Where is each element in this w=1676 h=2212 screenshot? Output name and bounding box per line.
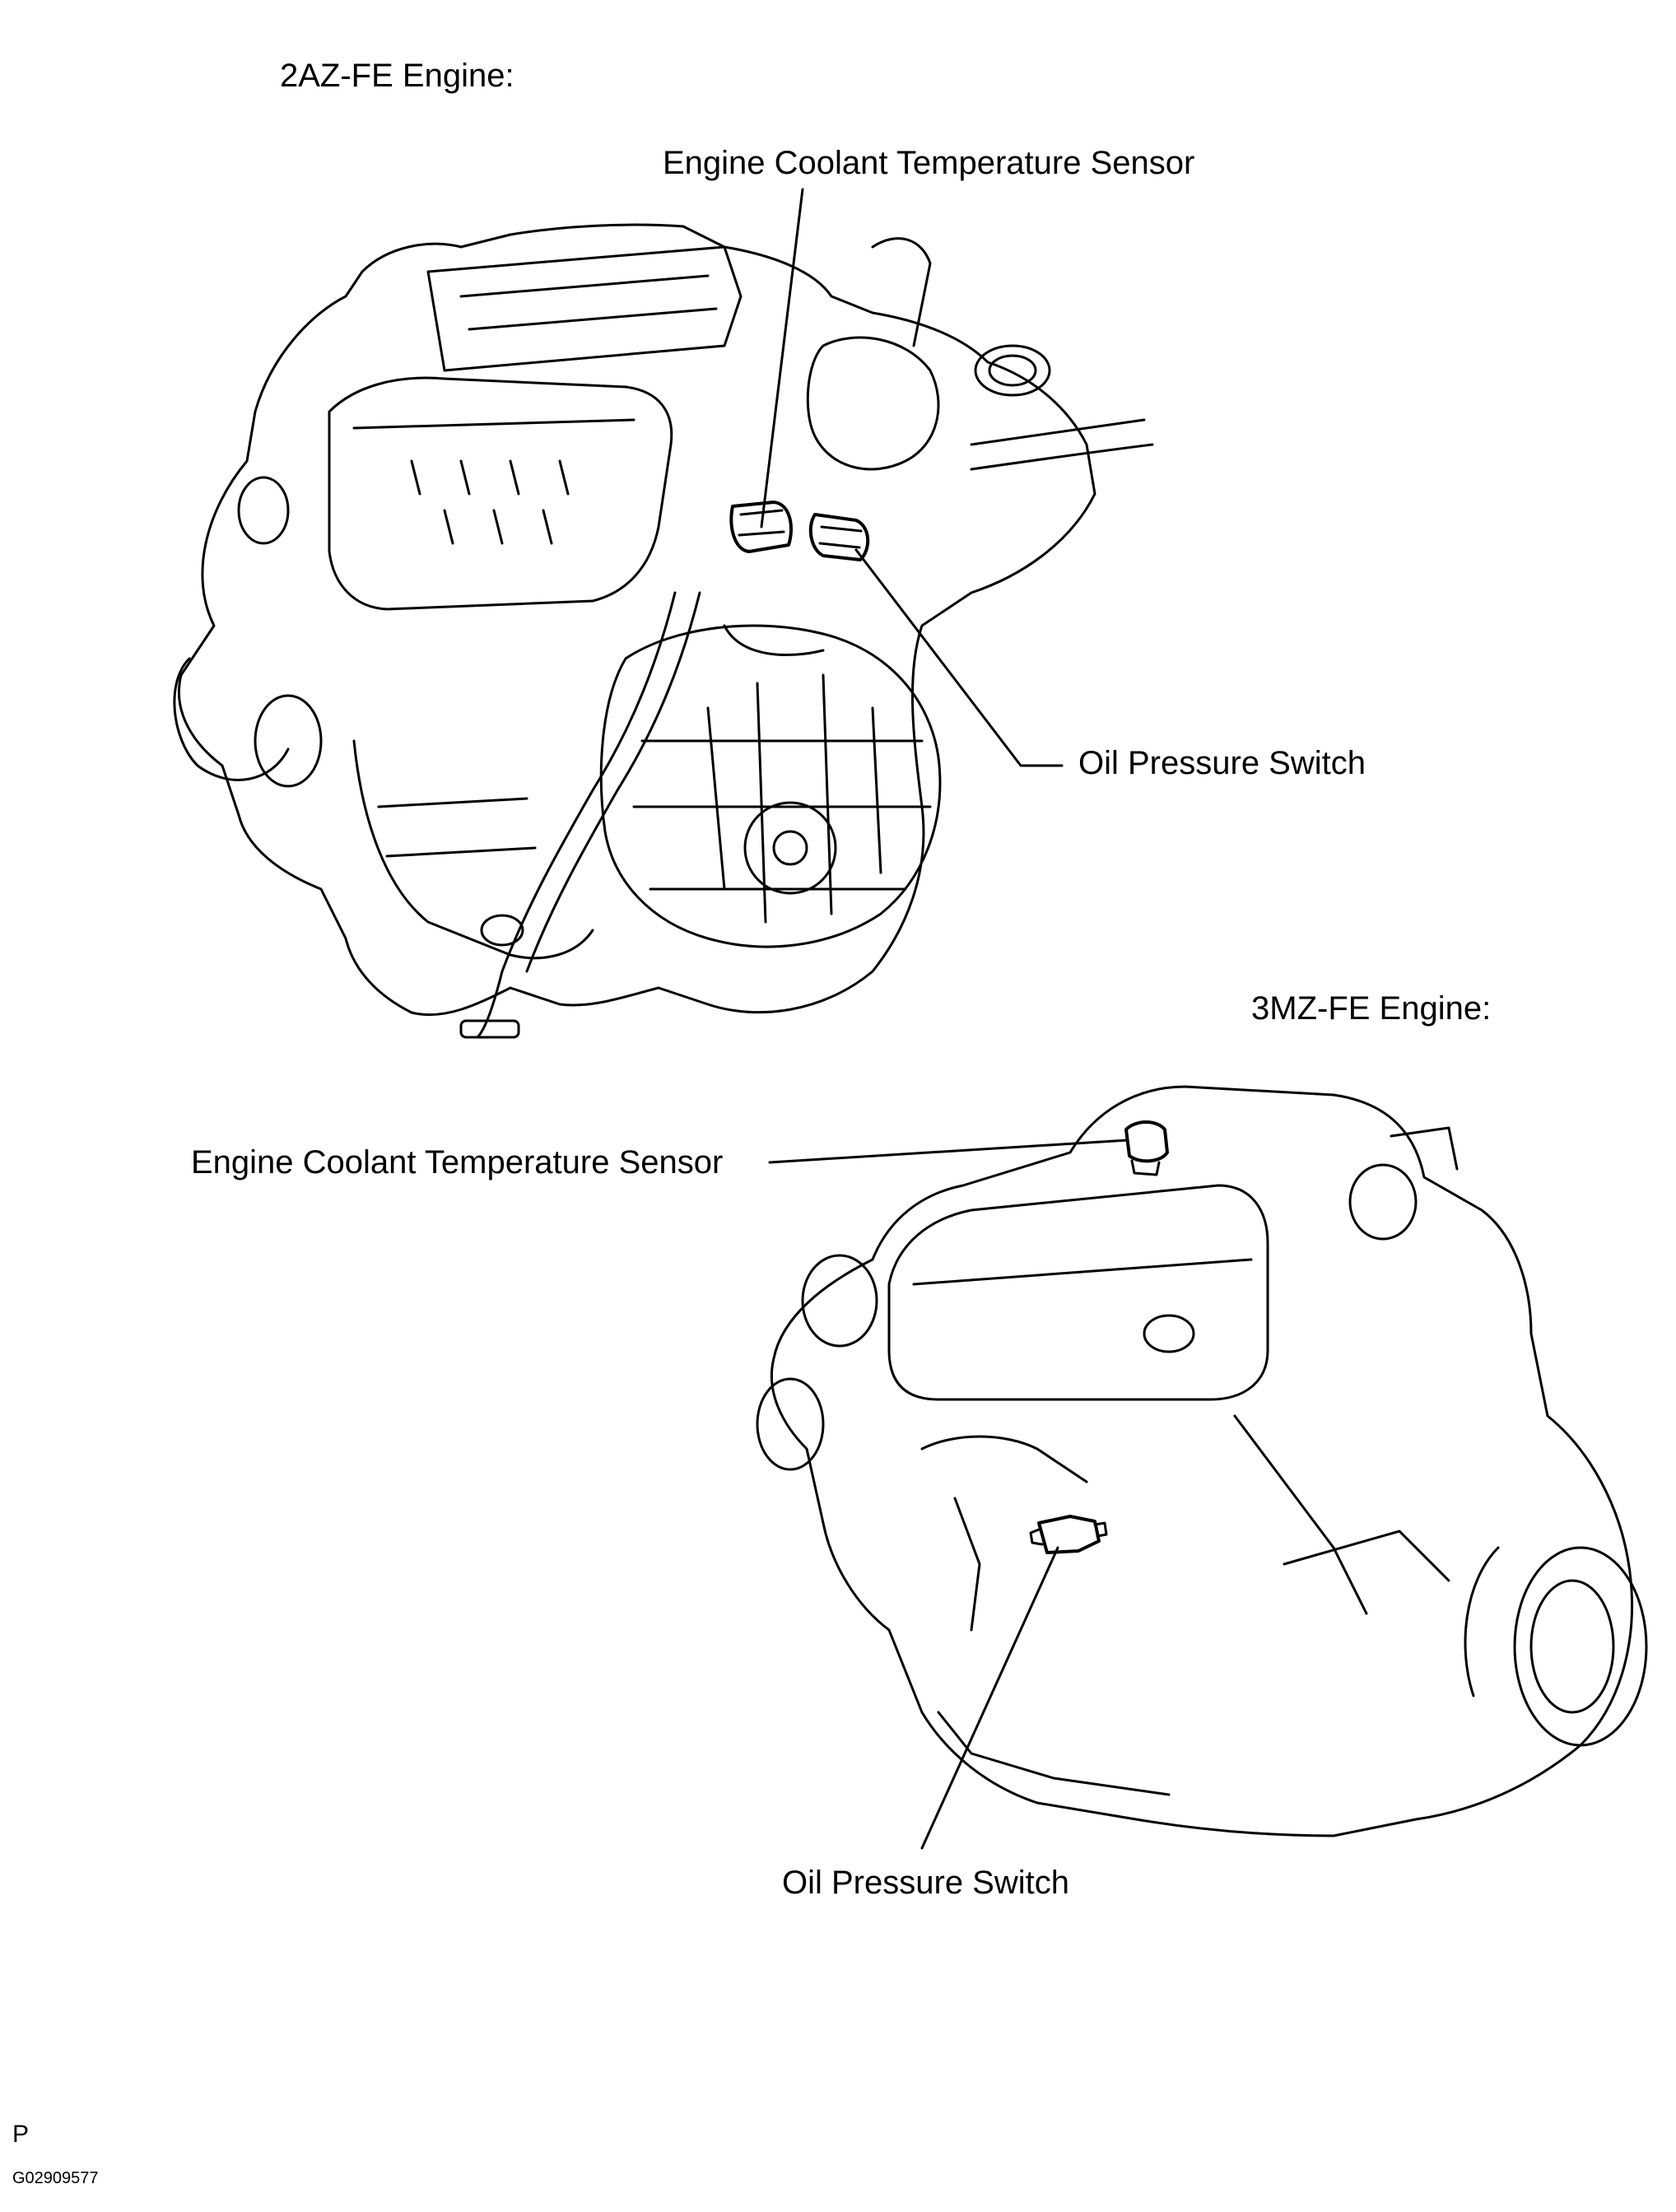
page-marker: P [12, 2121, 30, 2148]
leader-3mz-ops [920, 1546, 1059, 1850]
leader-2az-ect [760, 188, 804, 529]
engine-2az-coolant-sensor-label: Engine Coolant Temperature Sensor [663, 145, 1195, 181]
engine-2az-drawing [173, 223, 1154, 1039]
engine-3mz-title: 3MZ-FE Engine: [1251, 990, 1492, 1027]
engine-3mz-coolant-sensor-label: Engine Coolant Temperature Sensor [191, 1144, 724, 1181]
leader-2az-ops [854, 548, 1064, 767]
leader-3mz-ect [768, 1139, 1129, 1164]
engine-3mz-oil-switch-label: Oil Pressure Switch [782, 1865, 1069, 1901]
engine-3mz-drawing [756, 1085, 1648, 1837]
figure-code: G02909577 [12, 2169, 99, 2187]
engine-2az-title: 2AZ-FE Engine: [280, 58, 514, 94]
engine-2az-oil-switch-label: Oil Pressure Switch [1078, 745, 1366, 781]
